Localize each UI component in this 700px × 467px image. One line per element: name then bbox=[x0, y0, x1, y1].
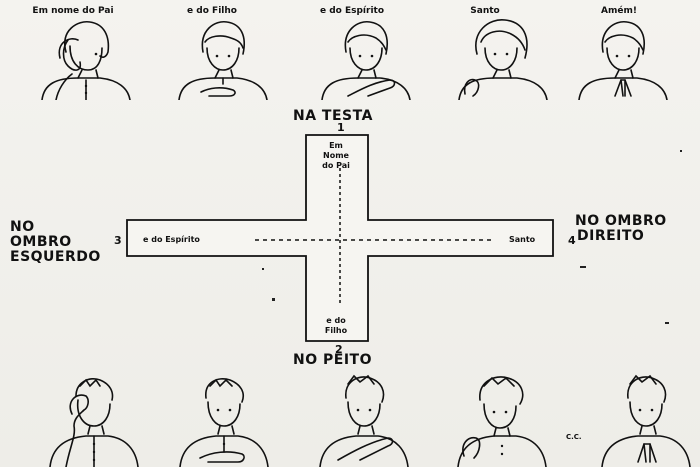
caption-em-nome-do-pai: Em nome do Pai bbox=[32, 6, 114, 16]
label-na-testa: NA TESTA bbox=[293, 108, 373, 124]
forehead-word-nome: Nome bbox=[323, 151, 349, 160]
label-ombro-esquerdo: NO OMBRO ESQUERDO bbox=[10, 220, 101, 265]
boy-figure-left-shoulder-icon bbox=[319, 374, 409, 467]
girl-figure-chest-icon bbox=[178, 21, 268, 100]
number-2: 2 bbox=[335, 343, 343, 356]
right-label-line-1: NO OMBRO bbox=[575, 213, 667, 229]
forehead-words: Em Nome do Pai bbox=[311, 141, 361, 171]
cross-outline bbox=[126, 134, 554, 342]
boy-figure-chest-icon bbox=[179, 378, 269, 467]
left-shoulder-words: e do Espírito bbox=[143, 235, 200, 244]
right-label-line-2: DIREITO bbox=[577, 228, 645, 244]
left-label-line-2: OMBRO bbox=[10, 234, 72, 250]
speck bbox=[665, 322, 669, 324]
number-3: 3 bbox=[114, 234, 122, 247]
speck bbox=[580, 266, 586, 268]
forehead-word-do-pai: do Pai bbox=[322, 161, 350, 170]
caption-e-do-filho: e do Filho bbox=[187, 6, 237, 16]
girl-figure-right-shoulder-icon bbox=[458, 19, 548, 100]
left-label-line-1: NO bbox=[10, 219, 35, 235]
boy-figure-forehead-icon bbox=[49, 378, 139, 467]
boy-figure-right-shoulder-icon bbox=[457, 376, 547, 467]
caption-e-do-espirito: e do Espírito bbox=[319, 6, 385, 16]
left-label-line-3: ESQUERDO bbox=[10, 249, 101, 265]
label-ombro-direito: NO OMBRO DIREITO bbox=[575, 214, 667, 244]
artist-signature: C.C. bbox=[566, 433, 582, 441]
caption-amem: Amém! bbox=[601, 6, 637, 16]
speck bbox=[262, 268, 264, 270]
number-1: 1 bbox=[337, 121, 345, 134]
cross-diagram bbox=[126, 134, 554, 342]
number-4: 4 bbox=[568, 234, 576, 247]
label-no-peito: NO PEITO bbox=[293, 352, 372, 368]
caption-santo: Santo bbox=[470, 6, 500, 16]
speck bbox=[680, 150, 682, 152]
chest-word-filho: Filho bbox=[324, 326, 348, 335]
girl-figure-left-shoulder-icon bbox=[321, 21, 411, 100]
chest-words: e do Filho bbox=[311, 316, 361, 336]
chest-word-e-do: e do bbox=[326, 316, 346, 325]
right-shoulder-words: Santo bbox=[509, 235, 536, 244]
girl-figure-forehead-icon bbox=[41, 21, 131, 100]
girl-figure-amen-icon bbox=[578, 21, 668, 100]
speck bbox=[272, 298, 275, 301]
boy-figure-amen-icon bbox=[601, 374, 691, 467]
forehead-word-em: Em bbox=[329, 141, 343, 150]
